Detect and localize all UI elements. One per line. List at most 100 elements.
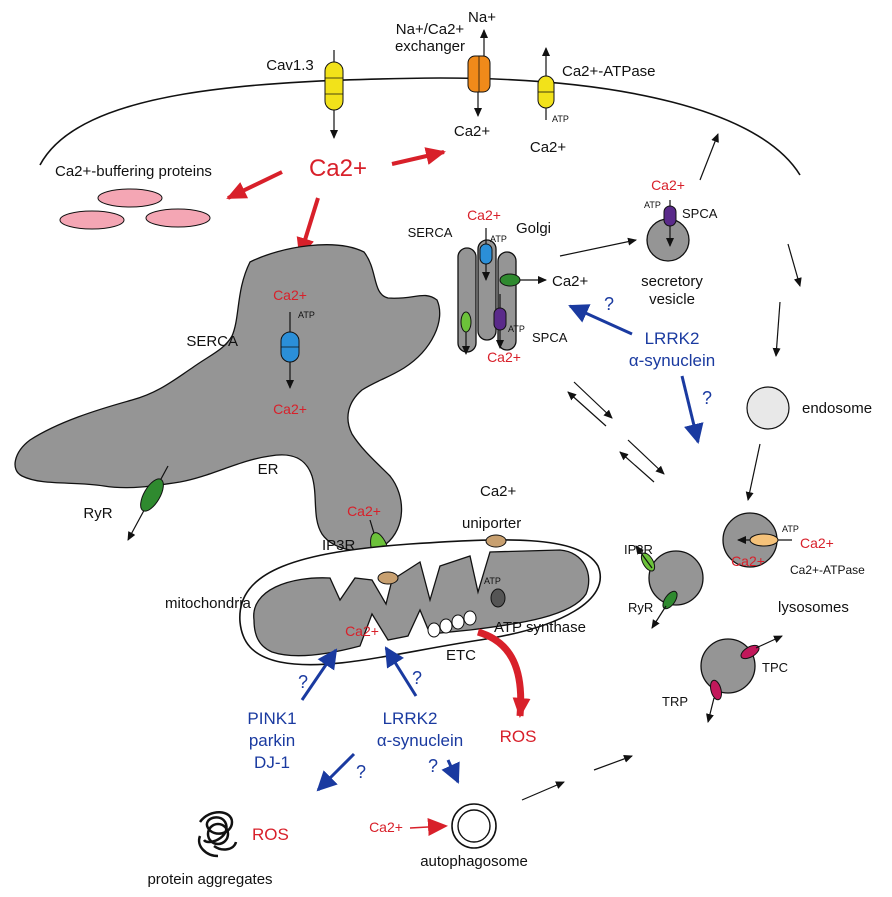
er-lumen-ca-label: Ca2+ [273,401,307,417]
golgi-spca-atp: ATP [508,324,525,334]
buffering-protein-1 [97,188,163,208]
dj1-label: DJ-1 [254,753,290,772]
lysosome-ca-out: Ca2+ [800,535,834,551]
golgi-ip3r-channel [460,311,472,333]
pmca-ca-label: Ca2+ [530,139,567,156]
golgi-efflux-channel [499,273,547,287]
lrrk2-top-label: LRRK2 [645,329,700,348]
tpc-label: TPC [762,660,788,675]
autophagosome-to-lysosome-arrow-2 [593,755,633,771]
na-ion-label: Na+ [468,9,496,26]
ip3r-ca-label: Ca2+ [347,503,381,519]
endocytosis-arrow-1 [787,243,802,287]
lrrk2-to-mito-arrow [384,646,418,697]
golgi-ca-top: Ca2+ [467,207,501,223]
lysosomes-label: lysosomes [778,599,849,616]
tpc-arrow [755,635,783,649]
ncx-ca-label: Ca2+ [454,123,491,140]
pink1-label: PINK1 [247,709,296,728]
mitochondria-label: mitochondria [165,595,252,612]
ca-to-ncx-arrow [391,147,446,166]
lrrk2-bottom-label: LRRK2 [383,709,438,728]
mito-ros-label: ROS [500,727,537,746]
ncx-exchanger [467,29,491,117]
er-label: ER [258,461,279,478]
etc-to-ros-arrow [476,628,531,718]
trp-channel [710,679,722,701]
pink1-to-mito-arrow [300,648,338,701]
lysosome-ryr-label: RyR [628,600,653,615]
ip3r-er-label: IP3R [322,537,356,554]
mito-atp-label: ATP [484,576,501,586]
golgi-serca-atp: ATP [490,234,507,244]
plasma-membrane [39,77,801,176]
trp-arrow [706,697,715,723]
vesicle-ca-label: Ca2+ [651,177,685,193]
golgi-lysosome-trafficking [567,381,665,483]
golgi-ca-side: Ca2+ [552,273,589,290]
ca-to-buffer-arrow [226,170,283,200]
autophagy-ca-label: Ca2+ [369,819,403,835]
lysosome-ryr-arrow [651,605,667,629]
lysosome-ca-atpase [737,533,792,547]
lrrk2-to-lysosome-arrow [680,375,704,444]
lysosome-ip3r-arrow [635,545,653,569]
etc-complexes [427,610,477,638]
protein-aggregate-icon [197,811,238,858]
ncx-label-line2: exchanger [395,38,465,55]
serca-er-label: SERCA [186,333,238,350]
lysosome-ca-atpase-label: Ca2+-ATPase [790,563,865,577]
asyn-top-label: α-synuclein [629,351,715,370]
golgi-serca-pump [479,228,493,281]
uniporter-label-line2: uniporter [462,515,521,532]
golgi-label: Golgi [516,220,551,237]
cytosolic-ca-label: Ca2+ [309,155,367,182]
q-lysosome: ? [702,388,712,408]
golgi-ca-bottom: Ca2+ [487,349,521,365]
trp-label: TRP [662,694,688,709]
q-autophagosome: ? [428,756,438,776]
endoplasmic-reticulum [14,244,441,552]
q-aggregates: ? [356,762,366,782]
endosome [746,386,790,430]
golgi-serca-label: SERCA [408,225,453,240]
vesicle-spca-pump [663,200,677,247]
parkin-label: parkin [249,731,295,750]
pmca-atp-label: ATP [552,114,569,124]
serca-er-ca-label: Ca2+ [273,287,307,303]
vesicle-spca-label: SPCA [682,206,718,221]
protein-aggregates-label: protein aggregates [147,871,272,888]
cav13-channel [324,50,344,139]
serca-er-pump [280,312,300,389]
mito-matrix-ca-label: Ca2+ [345,623,379,639]
endosome-label: endosome [802,400,872,417]
q-golgi: ? [604,294,614,314]
q-lrrk2-mito: ? [412,668,422,688]
ryr-er-channel [127,465,169,541]
serca-er-atp-label: ATP [298,310,315,320]
endosome-to-lysosome-arrow [745,443,761,501]
etc-label: ETC [446,647,476,664]
ca-to-autophagosome-arrow [409,818,448,836]
lrrk2-to-autophagosome-arrow [441,759,460,784]
mito-uniporter-er-side [377,571,399,585]
lysosome-1 [648,550,704,606]
cav13-label: Cav1.3 [266,57,314,74]
asyn-bottom-label: α-synuclein [377,731,463,750]
atp-synthase-icon [490,588,506,608]
vesicle-exocytosis-arrow [699,133,719,181]
lysosome-ca-in: Ca2+ [731,553,765,569]
buffering-proteins-label: Ca2+-buffering proteins [55,163,212,180]
golgi-spca-label: SPCA [532,330,568,345]
q-pink1: ? [298,672,308,692]
ncx-label-line1: Na+/Ca2+ [396,21,465,38]
autophagosome-label: autophagosome [420,853,528,870]
lysosome-3 [700,638,756,694]
atp-synthase-label: ATP synthase [494,619,586,636]
buffering-protein-3 [145,208,211,228]
lysosome-atp-label: ATP [782,524,799,534]
lrrk2-to-aggregates-arrow [316,752,356,792]
golgi-to-vesicle-arrow [559,237,637,257]
